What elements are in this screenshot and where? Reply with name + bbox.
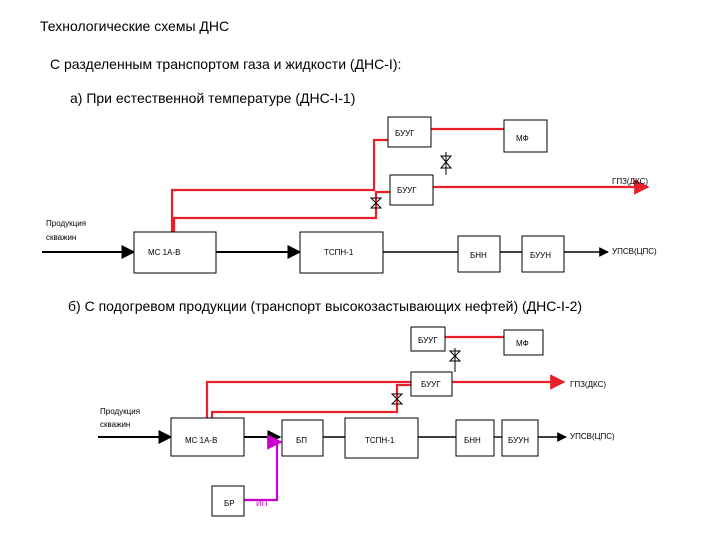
buug-top-box [387, 116, 432, 148]
ms-box [170, 417, 245, 457]
label-upsv: УПСВ(ЦПС) [570, 432, 615, 441]
label-mf: МФ [516, 134, 529, 143]
buug-top-box [410, 326, 446, 352]
label-ms: МС 1А-В [148, 248, 180, 257]
heading-dns-1: С разделенным транспортом газа и жидкост… [50, 56, 402, 72]
label-input-1: Продукция [46, 219, 86, 228]
diagram-b: Продукция скважин БУУГ МФ БУУГ ГПЗ(ДКС) … [98, 326, 615, 517]
label-bnn: БНН [464, 436, 481, 445]
gas-line-ms-to-buug-mid-2 [210, 383, 411, 418]
mf-box [503, 329, 544, 356]
valve-icon [439, 155, 453, 169]
gas-line-ms-to-buug-top [170, 138, 388, 232]
valve-icon [390, 393, 404, 405]
buug-mid-box [389, 174, 434, 206]
mf-box [503, 119, 548, 153]
label-input-2: скважин [46, 233, 76, 242]
label-ms: МС 1А-В [185, 436, 217, 445]
section-a-heading: а) При естественной температуре (ДНС-I-1… [70, 90, 356, 106]
label-buun: БУУН [508, 436, 529, 445]
tspn-box [299, 231, 384, 274]
bp-box [281, 419, 324, 457]
section-b-heading: б) С подогревом продукции (транспорт выс… [68, 298, 583, 314]
label-ip: ИП [256, 499, 268, 508]
buun-box [501, 419, 539, 457]
label-buug-mid: БУУГ [397, 186, 417, 195]
label-buug-top: БУУГ [395, 129, 415, 138]
tspn-box [344, 417, 419, 459]
valve-icon [448, 350, 462, 362]
diagram-a: Продукция скважин БУУГ МФ БУУГ ГПЗ(ДКС) … [42, 116, 657, 274]
page-title: Технологические схемы ДНС [40, 18, 230, 34]
label-bp: БП [296, 436, 307, 445]
valve-icon [369, 197, 383, 209]
label-br: БР [224, 499, 235, 508]
label-tspn: ТСПН-1 [365, 436, 395, 445]
ms-box [133, 231, 217, 274]
label-buun: БУУН [530, 251, 551, 260]
gas-line-ms-to-buug-mid [205, 380, 411, 418]
buug-mid-box [410, 371, 453, 397]
gas-line-ms-to-buug-mid [172, 190, 390, 232]
label-gpz: ГПЗ(ДКС) [570, 380, 606, 389]
label-buug-top: БУУГ [418, 336, 438, 345]
br-box [211, 485, 245, 517]
label-mf: МФ [516, 339, 529, 348]
heat-line-br-to-bp [244, 434, 283, 502]
buun-box [521, 235, 565, 273]
label-input-2: скважин [100, 420, 130, 429]
bnn-box [457, 235, 501, 273]
label-upsv: УПСВ(ЦПС) [612, 247, 657, 256]
bnn-box [455, 419, 495, 457]
label-bnn: БНН [470, 251, 487, 260]
label-gpz: ГПЗ(ДКС) [612, 177, 648, 186]
label-buug-mid: БУУГ [421, 380, 441, 389]
label-tspn: ТСПН-1 [324, 248, 354, 257]
label-input-1: Продукция [100, 407, 140, 416]
